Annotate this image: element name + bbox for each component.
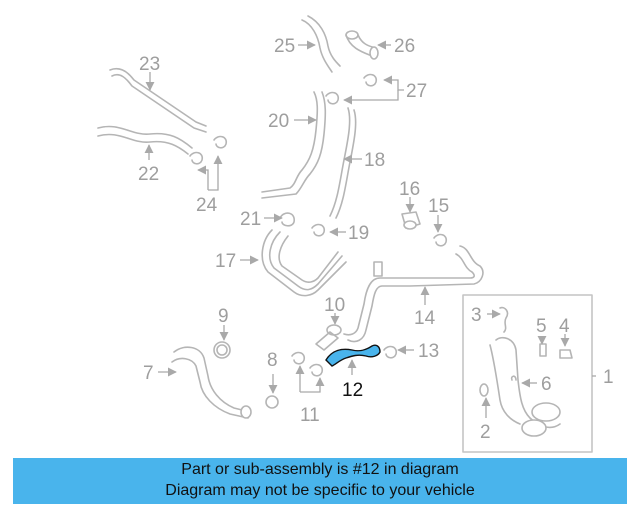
- callout-15: 15: [428, 196, 449, 217]
- callout-20: 20: [268, 111, 289, 132]
- callout-9: 9: [218, 306, 229, 327]
- callout-17: 17: [215, 251, 236, 272]
- callout-3: 3: [471, 305, 482, 326]
- part-17-pipe-set: [261, 229, 347, 297]
- callout-23: 23: [139, 54, 160, 75]
- callout-16: 16: [399, 179, 420, 200]
- callout-26: 26: [394, 36, 415, 57]
- part-11-clamps: [291, 351, 324, 377]
- callout-24: 24: [196, 195, 218, 216]
- parts-diagram: 25 26 27 23 22 24 20 18 21 19 16 15 17 1…: [97, 15, 614, 453]
- part-15-clamp: [433, 233, 448, 247]
- callout-14: 14: [414, 308, 436, 329]
- assembly-box-part-1: [462, 294, 593, 453]
- part-24-clamps: [189, 135, 228, 165]
- part-26-elbow: [345, 30, 379, 60]
- part-9-o-ring: [213, 341, 231, 359]
- part-8-o-ring: [265, 395, 279, 409]
- callout-25: 25: [274, 36, 295, 57]
- callout-2: 2: [480, 422, 491, 443]
- callout-22: 22: [138, 164, 159, 185]
- part-10-connector: [315, 324, 342, 351]
- callout-12-highlighted: 12: [342, 380, 363, 401]
- callout-11: 11: [300, 405, 320, 426]
- part-7-pipe: [171, 346, 252, 419]
- callout-27: 27: [406, 81, 427, 102]
- callout-10: 10: [324, 295, 345, 316]
- part-25-hose: [301, 15, 341, 73]
- callout-5: 5: [536, 316, 547, 337]
- callout-1: 1: [603, 367, 614, 388]
- part-18-pipe: [329, 107, 357, 219]
- part-20-pipe: [261, 91, 327, 199]
- banner-line-part-number: Part or sub-assembly is #12 in diagram: [181, 461, 459, 478]
- part-21-clamp: [279, 212, 295, 227]
- callout-8: 8: [267, 350, 278, 371]
- callout-21: 21: [240, 209, 261, 230]
- callout-13: 13: [418, 341, 439, 362]
- part-16-fitting: [401, 211, 421, 230]
- banner-line-disclaimer: Diagram may not be specific to your vehi…: [165, 482, 475, 499]
- part-19-clamp: [311, 223, 326, 237]
- part-27-clamps: [325, 73, 378, 105]
- callout-19: 19: [348, 223, 369, 244]
- leader-lines: [144, 40, 596, 418]
- callout-labels: 25 26 27 23 22 24 20 18 21 19 16 15 17 1…: [138, 36, 614, 443]
- info-banner: Part or sub-assembly is #12 in diagram D…: [13, 458, 627, 504]
- callout-7: 7: [143, 363, 154, 384]
- part-12-highlighted-hose[interactable]: [325, 344, 381, 367]
- part-13-clamp: [383, 345, 398, 359]
- callout-18: 18: [364, 150, 385, 171]
- callout-6: 6: [541, 374, 552, 395]
- callout-4: 4: [559, 316, 570, 337]
- part-23-pipe: [109, 67, 207, 133]
- part-14-pipe: [343, 245, 484, 343]
- part-22-hose: [97, 125, 193, 155]
